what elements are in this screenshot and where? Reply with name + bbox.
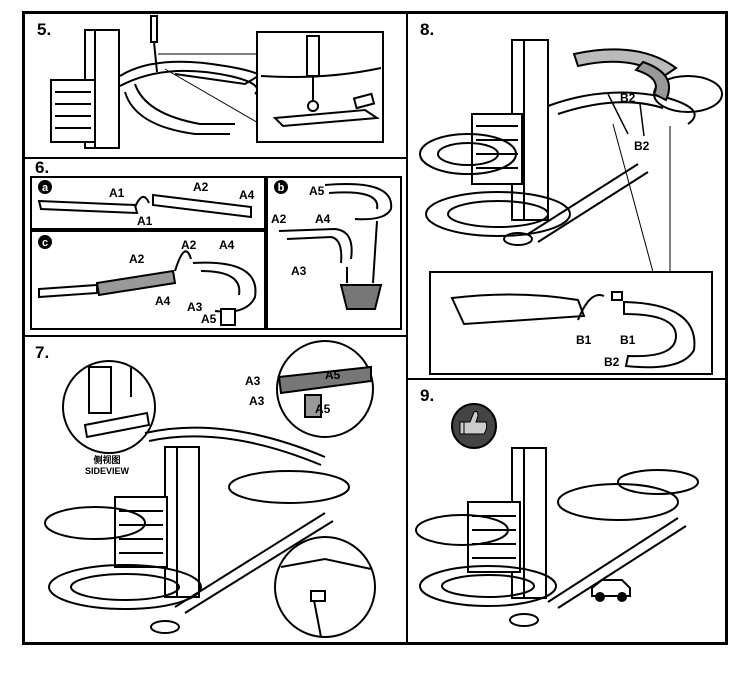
label-a5: A5	[315, 402, 331, 416]
svg-text:c: c	[42, 237, 48, 249]
sideview-zoom	[62, 360, 156, 454]
badge-c: c	[38, 235, 52, 249]
step-6-panel: 6. a c b A1 A1 A2 A4	[25, 158, 408, 337]
label-a2: A2	[271, 212, 287, 226]
step-6b-box	[266, 176, 402, 330]
sideview-label-en: SIDEVIEW	[85, 466, 130, 476]
step-5-illustration	[50, 15, 384, 149]
thumbs-up-icon	[451, 403, 497, 449]
label-a4: A4	[239, 188, 255, 202]
screwdriver-icon	[150, 15, 158, 73]
spiral-track	[44, 426, 350, 634]
label-a5: A5	[325, 368, 341, 382]
label-a4: A4	[155, 294, 171, 308]
label-a3: A3	[187, 300, 203, 314]
label-a4: A4	[315, 212, 331, 226]
badge-b: b	[274, 180, 288, 194]
label-b1: B1	[576, 333, 592, 347]
badge-a: a	[38, 180, 52, 194]
label-b2: B2	[604, 355, 620, 369]
spiral-track	[415, 469, 699, 627]
step-9-panel: 9.	[408, 382, 725, 642]
svg-text:a: a	[42, 182, 49, 194]
step-8-illustration: B2 B2 B1 B1 B2	[419, 39, 723, 375]
label-a1: A1	[137, 214, 153, 228]
label-a4: A4	[219, 238, 235, 252]
track-piece-b	[572, 48, 678, 102]
label-a3: A3	[249, 394, 265, 408]
label-a2: A2	[181, 238, 197, 252]
track-tower	[114, 446, 200, 598]
label-a5: A5	[309, 184, 325, 198]
sideview-label-cn: 侧视图	[93, 454, 120, 465]
step-9-number: 9.	[420, 386, 435, 405]
step-7-number: 7.	[35, 343, 50, 362]
step-5-panel: 5.	[25, 14, 408, 159]
curved-track	[119, 60, 268, 135]
label-b2: B2	[634, 139, 650, 153]
zoom-inset	[256, 31, 384, 143]
label-a2: A2	[193, 180, 209, 194]
label-a5: A5	[201, 312, 217, 326]
label-a3: A3	[245, 374, 261, 388]
connector-zoom	[276, 340, 374, 438]
detail-inset	[429, 271, 713, 375]
label-b2: B2	[620, 91, 636, 105]
label-a1: A1	[109, 186, 125, 200]
spiral-track	[419, 75, 723, 246]
step-7-panel: 7. 侧视图 SIDEVIEW A3 A5 A3 A5	[25, 337, 408, 642]
label-a2: A2	[129, 252, 145, 266]
step-6-number: 6.	[35, 158, 50, 177]
instruction-sheet	[22, 11, 728, 645]
step-8-panel: 8. B2 B2	[408, 14, 725, 380]
step-9-illustration	[415, 403, 699, 627]
label-b1: B1	[620, 333, 636, 347]
toy-car-icon	[591, 579, 631, 602]
track-joint-zoom	[274, 536, 376, 638]
step-8-number: 8.	[420, 20, 435, 39]
step-7-illustration: 侧视图 SIDEVIEW A3 A5 A3 A5	[44, 340, 376, 638]
step-6-illustration: a c b A1 A1 A2 A4 A2 A2 A4	[30, 176, 402, 330]
svg-text:b: b	[278, 182, 285, 194]
step-5-number: 5.	[37, 20, 52, 39]
label-a3: A3	[291, 264, 307, 278]
track-tower	[50, 29, 120, 149]
